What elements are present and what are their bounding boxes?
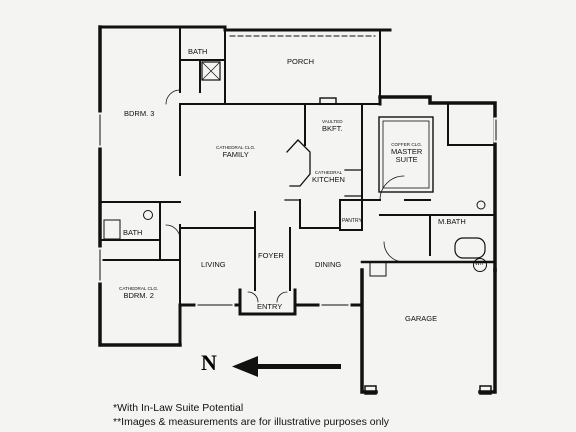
fireplace — [319, 97, 337, 105]
shower-top-x — [201, 61, 221, 81]
room-label-master: COFFER CLG. MASTER SUITE — [391, 142, 423, 164]
toilet-mid — [143, 210, 153, 220]
room-label-living: LIVING — [201, 260, 226, 269]
entry-walls — [238, 288, 297, 316]
master-ceiling-note: COFFER CLG. — [391, 142, 423, 147]
garage-door-marker-left — [364, 385, 377, 395]
bkft-name: BKFT. — [322, 123, 343, 133]
coffer-ceiling-inner — [382, 120, 430, 189]
bath-top-walls — [179, 26, 226, 93]
room-label-bdrm3: BDRM. 3 — [124, 109, 155, 118]
room-label-wh: WH — [475, 261, 484, 267]
room-label-foyer: FOYER — [258, 251, 284, 260]
bkft-ceiling-note: VAULTED — [322, 119, 343, 124]
door-master — [379, 175, 405, 201]
kitchen-name: KITCHEN — [312, 174, 345, 184]
master-name-line1: MASTER — [391, 146, 423, 156]
room-label-entry: ENTRY — [257, 302, 283, 311]
bdrm2-name: BDRM. 2 — [123, 290, 154, 300]
room-label-bkft: VAULTED BKFT. — [322, 119, 343, 133]
tub-mid — [103, 219, 121, 240]
door-entry-right — [276, 291, 288, 303]
mbath-walls — [379, 214, 496, 256]
coffer-ceiling-outline — [378, 116, 434, 193]
tub-master — [454, 237, 486, 259]
family-ceiling-note: CATHEDRAL CLG. — [216, 145, 256, 150]
kitchen-ceiling-note: CATHEDRAL — [314, 170, 343, 175]
garage-walls — [360, 268, 497, 394]
outer-wall-east — [378, 95, 497, 272]
kitchen-counter — [286, 139, 311, 187]
sink-master — [476, 200, 486, 210]
room-label-bdrm2: CATHEDRAL CLG. BDRM. 2 — [119, 286, 159, 300]
closet-walls — [447, 103, 496, 146]
room-label-kitchen: CATHEDRAL KITCHEN — [312, 170, 345, 184]
door-garage — [383, 241, 405, 263]
note-illustrative: **Images & measurements are for illustra… — [113, 416, 390, 428]
door-entry-left — [247, 291, 259, 303]
bdrm2-ceiling-note: CATHEDRAL CLG. — [119, 286, 159, 291]
room-label-pantry: PANTRY — [342, 218, 362, 224]
room-label-family: CATHEDRAL CLG. FAMILY — [216, 145, 256, 159]
porch-outline — [224, 29, 381, 105]
shower-master — [369, 261, 387, 277]
door-bdrm2 — [165, 224, 181, 240]
kitchen-range — [344, 169, 363, 197]
room-label-bath-mid: BATH — [123, 228, 143, 237]
outer-wall-north-top — [98, 25, 392, 32]
north-letter: N — [201, 350, 217, 375]
north-arrow — [232, 356, 341, 377]
room-label-porch: PORCH — [287, 57, 315, 66]
garage-door-marker-right — [479, 385, 492, 395]
kitchen-island — [284, 199, 301, 229]
room-label-garage: GARAGE — [405, 314, 438, 323]
note-in-law-suite: *With In-Law Suite Potential — [113, 402, 244, 414]
water-heater — [473, 258, 487, 272]
outer-wall-left-south — [178, 303, 242, 347]
shower-top — [201, 61, 221, 81]
door-bdrm3 — [165, 89, 181, 105]
room-label-mbath: M.BATH — [438, 217, 466, 226]
kitchen-wall — [299, 199, 341, 229]
pantry-walls — [339, 199, 363, 231]
room-label-bath-top: BATH — [188, 47, 208, 56]
master-name-line2: SUITE — [395, 154, 418, 164]
bath-mid-walls — [99, 201, 181, 261]
room-label-dining: DINING — [315, 260, 342, 269]
family-name: FAMILY — [222, 149, 249, 159]
family-south-wall — [179, 211, 256, 291]
window-lines — [99, 114, 497, 306]
